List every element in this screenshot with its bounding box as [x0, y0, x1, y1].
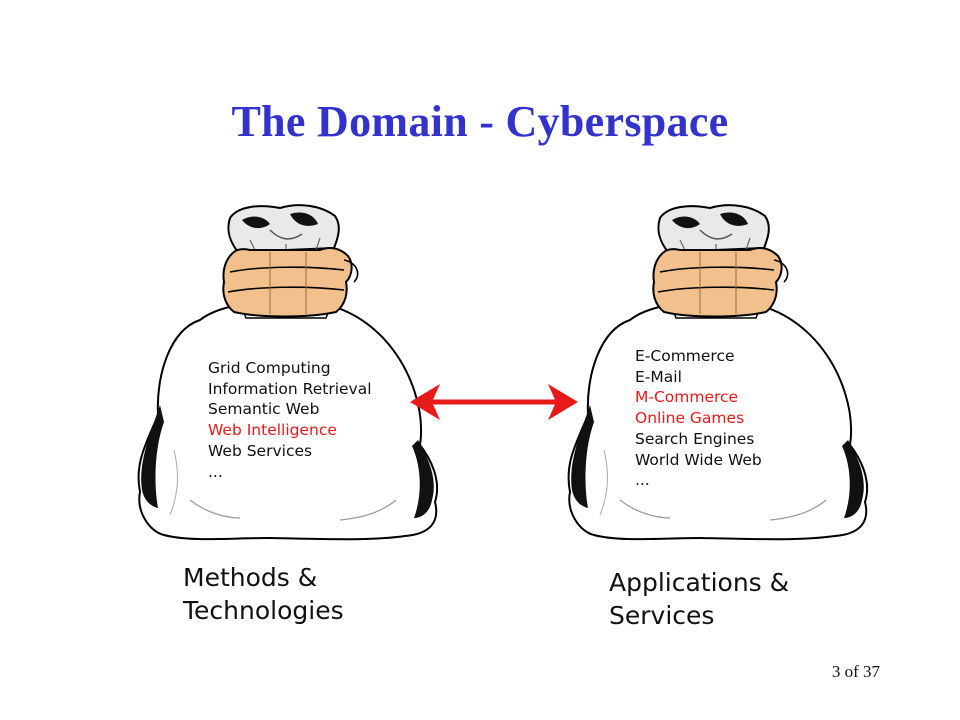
list-item: ...	[635, 471, 650, 490]
list-item: Search Engines	[635, 429, 755, 448]
list-item: Semantic Web	[208, 400, 320, 419]
left-bag-caption: Methods & Technologies	[183, 561, 344, 627]
double-arrow-icon	[410, 384, 578, 420]
list-item: Online Games	[635, 409, 745, 428]
right-bag-caption: Applications & Services	[609, 566, 789, 632]
list-item: Web Intelligence	[208, 421, 337, 440]
list-item: World Wide Web	[635, 450, 762, 469]
list-item: M-Commerce	[635, 388, 739, 407]
page-number: 3 of 37	[831, 662, 880, 681]
list-item: ...	[208, 462, 223, 481]
right-caption-line1: Applications &	[609, 568, 790, 597]
list-item: Web Services	[208, 441, 313, 460]
right-caption-line2: Services	[609, 601, 715, 630]
left-caption-line1: Methods &	[183, 563, 318, 592]
list-item: Information Retrieval	[208, 379, 372, 398]
list-item: Grid Computing	[208, 359, 331, 377]
list-item: E-Mail	[635, 367, 682, 386]
left-caption-line2: Technologies	[183, 596, 344, 625]
list-item: E-Commerce	[635, 347, 735, 365]
slide-title: The Domain - Cyberspace	[231, 97, 729, 146]
